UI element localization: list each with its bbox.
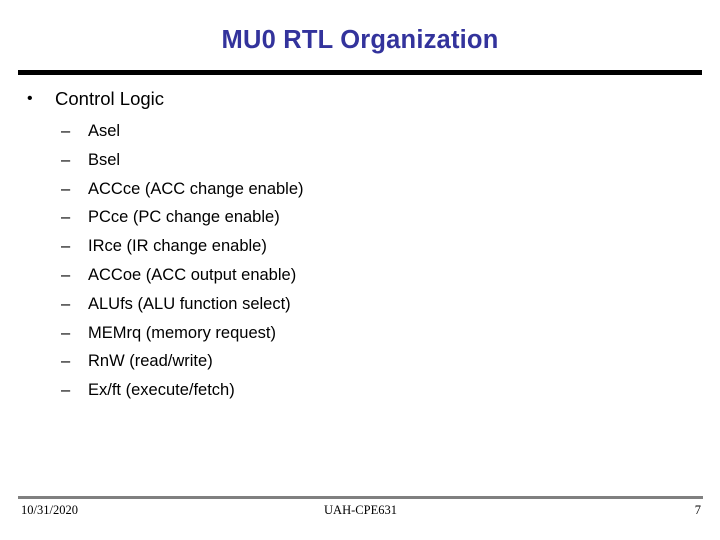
list-item-label: IRce (IR change enable) <box>88 237 267 256</box>
list-item: – ALUfs (ALU function select) <box>0 290 720 319</box>
slide-body: • Control Logic – Asel – Bsel – ACCce (A… <box>0 86 720 405</box>
list-item: – RnW (read/write) <box>0 347 720 376</box>
list-item: – Bsel <box>0 146 720 175</box>
list-item-label: RnW (read/write) <box>88 352 213 371</box>
dash-icon: – <box>61 179 71 198</box>
dash-icon: – <box>61 150 71 169</box>
list-item: – ACCce (ACC change enable) <box>0 175 720 204</box>
dash-icon: – <box>61 237 71 256</box>
footer-divider <box>18 496 703 499</box>
list-item: – MEMrq (memory request) <box>0 319 720 348</box>
dash-icon: – <box>61 381 71 400</box>
list-item-label: Asel <box>88 122 121 140</box>
list-item: – ACCoe (ACC output enable) <box>0 261 720 290</box>
list-item: – Ex/ft (execute/fetch) <box>0 376 720 405</box>
list-item-label: Bsel <box>88 150 121 169</box>
bullet-sublist: – Asel – Bsel – ACCce (ACC change enable… <box>0 117 720 405</box>
slide-footer: 10/31/2020 UAH-CPE631 7 <box>18 503 703 523</box>
dash-icon: – <box>61 352 71 371</box>
dash-icon: – <box>61 323 71 342</box>
dash-icon: – <box>61 122 71 140</box>
bullet-level1-label: Control Logic <box>55 88 165 109</box>
bullet-level1: • Control Logic <box>0 86 720 112</box>
footer-date: 10/31/2020 <box>21 503 78 517</box>
list-item-label: ALUfs (ALU function select) <box>88 294 291 313</box>
bullet-dot-icon: • <box>27 90 33 107</box>
list-item: – IRce (IR change enable) <box>0 232 720 261</box>
dash-icon: – <box>61 208 71 227</box>
title-divider <box>18 70 702 75</box>
list-item: – PCce (PC change enable) <box>0 203 720 232</box>
list-item-label: ACCce (ACC change enable) <box>88 179 304 198</box>
footer-course-label: UAH-CPE631 <box>324 503 397 517</box>
list-item-label: MEMrq (memory request) <box>88 323 276 342</box>
dash-icon: – <box>61 265 71 284</box>
page-title: MU0 RTL Organization <box>221 26 499 54</box>
list-item: – Asel <box>0 117 720 146</box>
dash-icon: – <box>61 294 71 313</box>
footer-page-number: 7 <box>694 503 701 517</box>
list-item-label: ACCoe (ACC output enable) <box>88 265 297 284</box>
list-item-label: PCce (PC change enable) <box>88 208 280 227</box>
list-item-label: Ex/ft (execute/fetch) <box>88 381 235 400</box>
